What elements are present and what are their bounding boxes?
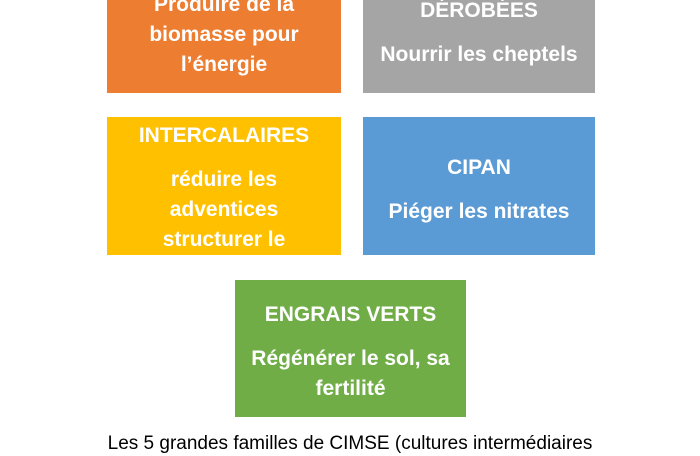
box-engrais-verts: ENGRAIS VERTS Régénérer le sol, sa ferti… [235,280,466,417]
box-text-line: l’énergie [180,53,268,76]
spacer [235,330,466,344]
box-text-line: réduire les [170,168,278,191]
box-energy-biomass: Produire de la biomasse pour l’énergie [107,0,341,93]
spacer [363,183,595,197]
box-text-line: Régénérer le sol, sa [251,347,450,370]
box-text-line: biomasse pour [149,23,299,46]
box-derobees: DÉROBÉES Nourrir les cheptels [363,0,595,93]
box-title: ENGRAIS VERTS [264,303,437,326]
spacer [363,26,595,40]
spacer [107,151,341,165]
box-title: CIPAN [447,156,511,179]
box-title: INTERCALAIRES [138,124,310,147]
box-text-line: Piéger les nitrates [388,200,570,223]
box-text-line: fertilité [315,377,386,400]
figure-caption: Les 5 grandes familles de CIMSE (culture… [107,433,593,454]
box-text-line: structurer le [162,228,286,251]
box-text-line: Nourrir les cheptels [380,43,578,66]
box-title: DÉROBÉES [420,0,538,22]
box-cipan: CIPAN Piéger les nitrates [363,117,595,255]
box-text-line: adventices [169,198,279,221]
box-text-line: Produire de la [153,0,295,16]
box-intercalaires: INTERCALAIRES réduire les adventices str… [107,117,341,255]
